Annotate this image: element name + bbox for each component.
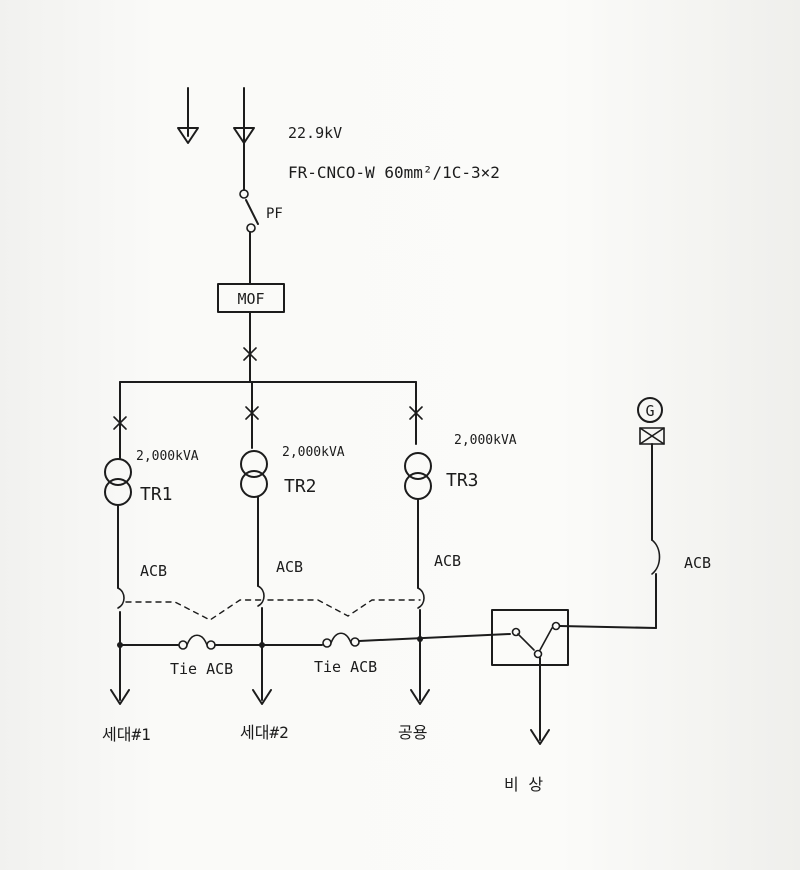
load-label-1: 세대#1 bbox=[102, 725, 151, 744]
load-label-3: 공용 bbox=[398, 723, 427, 742]
tr2-rating: 2,000kVA bbox=[282, 445, 345, 460]
cable-label: FR-CNCO-W 60mm²/1C-3×2 bbox=[288, 163, 500, 182]
tie-acb-2 bbox=[322, 632, 360, 648]
generator-feeder bbox=[651, 443, 661, 629]
branch-tr2 bbox=[240, 381, 272, 705]
acb-label-tr3: ACB bbox=[434, 552, 461, 570]
incoming-line-left bbox=[177, 87, 199, 144]
main-breaker-cross bbox=[243, 347, 257, 361]
voltage-label: 22.9kV bbox=[288, 124, 342, 142]
mof-label: MOF bbox=[237, 290, 264, 308]
bus-junction bbox=[417, 636, 423, 642]
transformer-coil-upper bbox=[404, 452, 432, 480]
ats-box bbox=[491, 609, 657, 745]
bus-junction bbox=[117, 642, 123, 648]
interlock-dash-2 bbox=[267, 599, 421, 617]
tr1-name: TR1 bbox=[140, 484, 173, 505]
generator-letter: G bbox=[645, 402, 654, 420]
transformer-coil-lower bbox=[404, 472, 432, 500]
incoming-line-main bbox=[233, 87, 255, 191]
tr2-name: TR2 bbox=[284, 476, 317, 497]
generator-breaker-box bbox=[639, 427, 665, 445]
transformer-coil-lower bbox=[104, 478, 132, 506]
transformer-coil-lower bbox=[240, 470, 268, 498]
tr1-rating: 2,000kVA bbox=[136, 449, 199, 464]
transformer-coil-upper bbox=[104, 458, 132, 486]
tie-acb-1 bbox=[178, 634, 216, 650]
acb-label-tr1: ACB bbox=[140, 562, 167, 580]
acb-label-tr2: ACB bbox=[276, 558, 303, 576]
transformer-coil-upper bbox=[240, 450, 268, 478]
load-label-2: 세대#2 bbox=[240, 723, 289, 742]
tr3-name: TR3 bbox=[446, 470, 479, 491]
lv-bus-segment bbox=[358, 633, 511, 642]
bus-junction bbox=[259, 642, 265, 648]
branch-tr1 bbox=[104, 381, 132, 705]
branch-tr3 bbox=[404, 381, 432, 705]
tie-acb-label-1: Tie ACB bbox=[170, 660, 233, 678]
interlock-dash-1 bbox=[125, 599, 263, 621]
tr3-rating: 2,000kVA bbox=[454, 433, 517, 448]
pf-label: PF bbox=[266, 206, 283, 222]
generator-symbol: G bbox=[637, 397, 663, 423]
tie-acb-label-2: Tie ACB bbox=[314, 658, 377, 676]
power-fuse-symbol bbox=[239, 189, 259, 285]
generator-acb-label: ACB bbox=[684, 554, 711, 572]
emergency-load-label: 비 상 bbox=[504, 775, 543, 794]
